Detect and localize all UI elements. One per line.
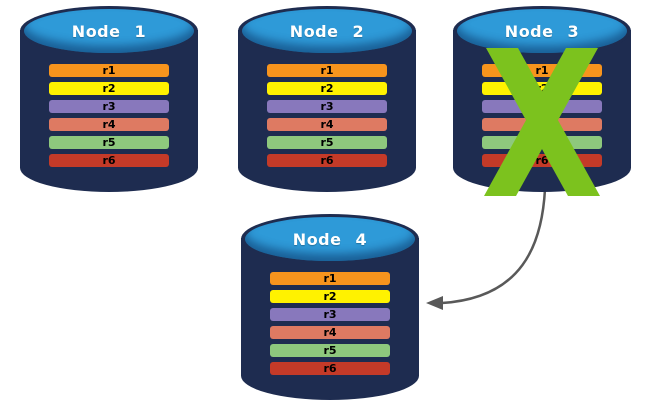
- replica-rows: r1 r2 r3 r4 r5 r6: [270, 272, 390, 375]
- replica-row-r6: r6: [49, 154, 169, 167]
- node-title: Node 1: [71, 21, 147, 41]
- replica-row-r5: r5: [49, 136, 169, 149]
- node-title: Node 2: [289, 21, 365, 41]
- x-mark-icon: [484, 48, 600, 196]
- replica-row-r3: r3: [270, 308, 390, 321]
- replica-row-r5: r5: [270, 344, 390, 357]
- node-title: Node 4: [292, 229, 368, 249]
- replica-row-r1: r1: [270, 272, 390, 285]
- cylinder-top: Node 1: [24, 9, 194, 53]
- cylinder-top: Node 3: [457, 9, 627, 53]
- replica-row-r4: r4: [270, 326, 390, 339]
- node-title: Node 3: [504, 21, 580, 41]
- replica-row-r3: r3: [267, 100, 387, 113]
- replica-row-r1: r1: [49, 64, 169, 77]
- db-node-node-2: Node 2 r1 r2 r3 r4 r5 r6: [238, 6, 416, 192]
- cylinder-top: Node 2: [242, 9, 412, 53]
- replica-row-r5: r5: [267, 136, 387, 149]
- curved-arrow-icon: [441, 188, 547, 305]
- cylinder-top: Node 4: [245, 217, 415, 261]
- replica-row-r2: r2: [267, 82, 387, 95]
- replica-row-r4: r4: [267, 118, 387, 131]
- replica-row-r3: r3: [49, 100, 169, 113]
- replica-row-r6: r6: [267, 154, 387, 167]
- replica-row-r4: r4: [49, 118, 169, 131]
- db-node-node-1: Node 1 r1 r2 r3 r4 r5 r6: [20, 6, 198, 192]
- replica-row-r1: r1: [267, 64, 387, 77]
- arrow-head-icon: [426, 296, 443, 310]
- replica-row-r2: r2: [270, 290, 390, 303]
- replica-rows: r1 r2 r3 r4 r5 r6: [49, 64, 169, 167]
- replica-row-r2: r2: [49, 82, 169, 95]
- replica-rows: r1 r2 r3 r4 r5 r6: [267, 64, 387, 167]
- db-node-node-4: Node 4 r1 r2 r3 r4 r5 r6: [241, 214, 419, 400]
- replica-row-r6: r6: [270, 362, 390, 375]
